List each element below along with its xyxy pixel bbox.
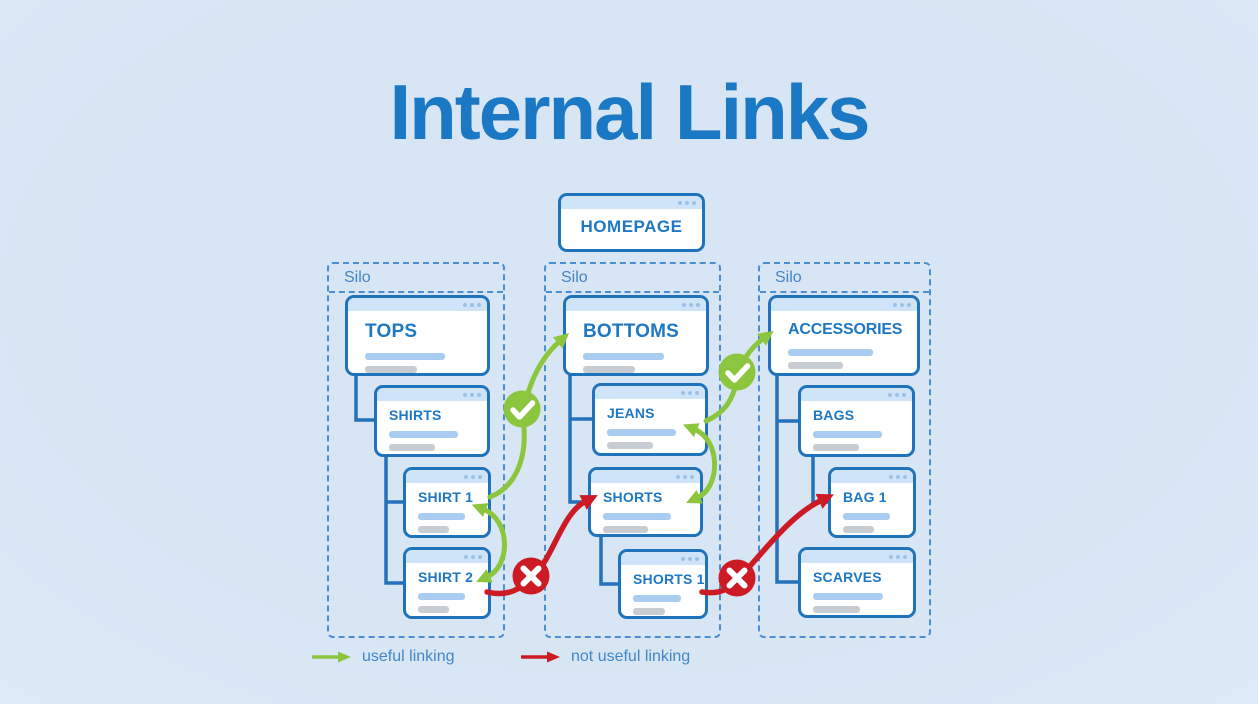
page-card-title: SHORTS xyxy=(603,489,663,505)
window-dots-icon xyxy=(463,302,481,307)
page-card-title: SHIRTS xyxy=(389,407,442,423)
browser-chrome xyxy=(771,298,917,311)
x-icon xyxy=(520,565,542,587)
window-dots-icon xyxy=(893,302,911,307)
check-badge xyxy=(503,390,541,428)
page-card-title: SHORTS 1 xyxy=(633,571,705,587)
window-dots-icon xyxy=(889,474,907,479)
text-line-placeholder xyxy=(583,353,664,360)
text-line-placeholder xyxy=(418,593,465,600)
page-card-shorts1: SHORTS 1 xyxy=(618,549,708,619)
browser-chrome xyxy=(801,550,913,563)
text-line-placeholder xyxy=(633,608,666,615)
window-dots-icon xyxy=(682,302,700,307)
page-card-shirts: SHIRTS xyxy=(374,385,490,457)
page-card-homepage: HOMEPAGE xyxy=(558,193,705,252)
text-line-placeholder xyxy=(633,595,682,602)
browser-chrome xyxy=(561,196,702,209)
silo-header: Silo xyxy=(546,264,719,293)
window-dots-icon xyxy=(676,474,694,479)
page-card-shirt2: SHIRT 2 xyxy=(403,547,491,619)
check-badge xyxy=(718,353,756,391)
text-line-placeholder xyxy=(813,444,860,451)
silo-label: Silo xyxy=(561,268,588,286)
window-dots-icon xyxy=(681,390,699,395)
page-card-title: BAG 1 xyxy=(843,489,887,505)
text-line-placeholder xyxy=(788,349,874,356)
page-card-title: BOTTOMS xyxy=(583,321,680,342)
red-arrow-icon xyxy=(521,651,560,663)
window-dots-icon xyxy=(464,474,482,479)
check-icon xyxy=(510,400,536,420)
text-line-placeholder xyxy=(843,526,875,533)
page-card-tops: TOPS xyxy=(345,295,490,376)
text-line-placeholder xyxy=(607,442,653,449)
legend-not-useful-label: not useful linking xyxy=(571,648,691,665)
green-arrow-icon xyxy=(312,651,351,663)
text-line-placeholder xyxy=(603,526,649,533)
text-line-placeholder xyxy=(365,366,417,373)
browser-chrome xyxy=(621,552,705,565)
page-title: Internal Links xyxy=(389,68,870,156)
cross-badge xyxy=(718,559,756,597)
window-dots-icon xyxy=(889,554,907,559)
text-line-placeholder xyxy=(389,444,435,451)
window-dots-icon xyxy=(888,392,906,397)
legend-not-useful: not useful linking xyxy=(521,648,690,666)
silo-label: Silo xyxy=(344,268,371,286)
x-icon xyxy=(726,567,748,589)
page-card-title: SHIRT 2 xyxy=(418,569,474,585)
page-card-bottoms: BOTTOMS xyxy=(563,295,709,376)
text-line-placeholder xyxy=(418,526,450,533)
browser-chrome xyxy=(406,470,488,483)
check-icon xyxy=(725,363,751,383)
silo-label: Silo xyxy=(775,268,802,286)
browser-chrome xyxy=(377,388,487,401)
page-card-title: ACCESSORIES xyxy=(788,321,903,338)
browser-chrome xyxy=(801,388,912,401)
page-card-bags: BAGS xyxy=(798,385,915,457)
page-card-bag1: BAG 1 xyxy=(828,467,916,538)
page-card-shirt1: SHIRT 1 xyxy=(403,467,491,538)
silo-header: Silo xyxy=(329,264,503,293)
text-line-placeholder xyxy=(813,606,860,613)
page-card-title: SCARVES xyxy=(813,569,882,585)
browser-chrome xyxy=(591,470,700,483)
text-line-placeholder xyxy=(607,429,676,436)
page-card-scarves: SCARVES xyxy=(798,547,916,618)
page-card-jeans: JEANS xyxy=(592,383,708,456)
text-line-placeholder xyxy=(813,431,883,438)
page-card-title: BAGS xyxy=(813,407,855,423)
browser-chrome xyxy=(348,298,487,311)
page-card-title: TOPS xyxy=(365,321,418,342)
text-line-placeholder xyxy=(365,353,445,360)
browser-chrome xyxy=(566,298,706,311)
text-line-placeholder xyxy=(813,593,884,600)
text-line-placeholder xyxy=(788,362,844,369)
silo-header: Silo xyxy=(760,264,929,293)
page-card-shorts: SHORTS xyxy=(588,467,703,537)
window-dots-icon xyxy=(463,392,481,397)
text-line-placeholder xyxy=(843,513,890,520)
text-line-placeholder xyxy=(418,606,450,613)
text-line-placeholder xyxy=(583,366,636,373)
browser-chrome xyxy=(406,550,488,563)
window-dots-icon xyxy=(678,200,696,205)
window-dots-icon xyxy=(464,554,482,559)
page-card-title: HOMEPAGE xyxy=(580,217,683,236)
silo-container-3: Silo xyxy=(758,262,931,638)
text-line-placeholder xyxy=(389,431,458,438)
browser-chrome xyxy=(831,470,913,483)
browser-chrome xyxy=(595,386,705,399)
window-dots-icon xyxy=(681,556,699,561)
page-card-accessories: ACCESSORIES xyxy=(768,295,920,376)
page-card-title: JEANS xyxy=(607,405,655,421)
text-line-placeholder xyxy=(603,513,671,520)
page-card-title: SHIRT 1 xyxy=(418,489,474,505)
legend-useful: useful linking xyxy=(312,648,455,666)
legend-useful-label: useful linking xyxy=(362,648,455,665)
text-line-placeholder xyxy=(418,513,465,520)
